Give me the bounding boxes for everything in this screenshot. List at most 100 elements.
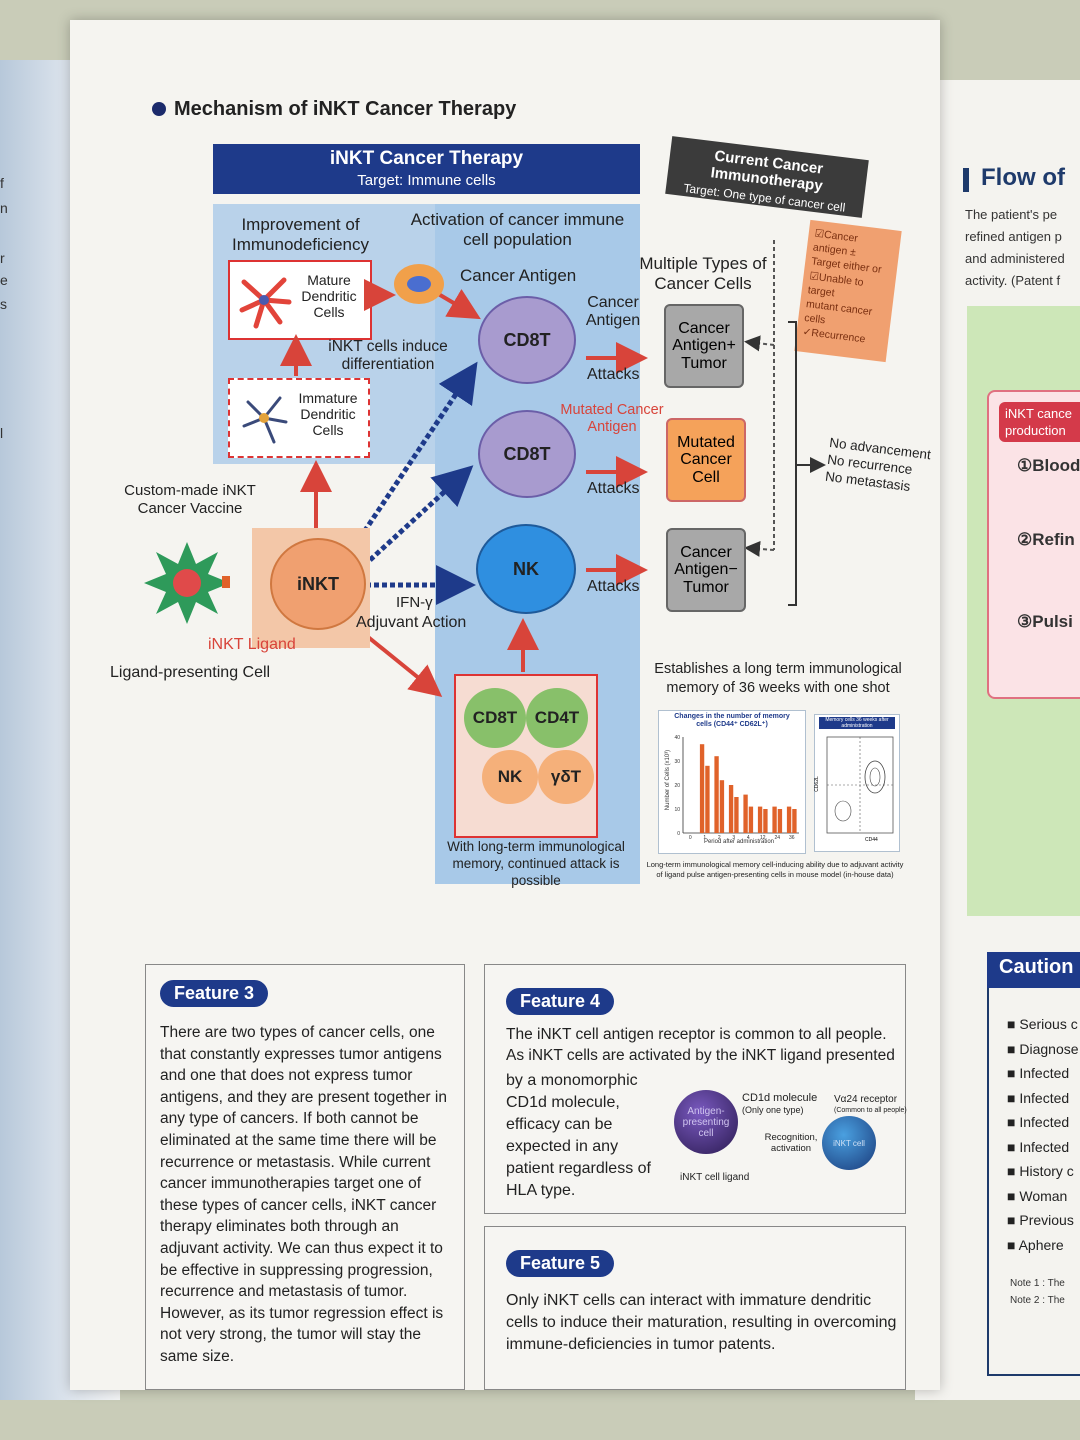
flow-title: Flow of	[981, 164, 1065, 191]
inkt-cell: iNKT	[270, 538, 366, 630]
ifn-label: IFN-γ	[396, 594, 433, 611]
bar-chart-ylabel: Number of Cells (x10³)	[665, 749, 671, 811]
caution-item: ■ Infected	[1007, 1089, 1070, 1106]
flow-text-line: The patient's pe	[965, 207, 1058, 222]
current-immunotherapy-header: Current Cancer Immunotherapy Target: One…	[665, 136, 869, 218]
cancer-antigen-label: Cancer Antigen	[460, 266, 577, 285]
cd8t-cell-middle: CD8T	[478, 410, 576, 498]
scatter-chart-title: Memory cells 36 weeks after administrati…	[819, 717, 895, 729]
caution-item: ■ Infected	[1007, 1065, 1070, 1081]
x-tick-label: 1	[703, 835, 706, 841]
caution-item: ■ Serious c	[1007, 1016, 1078, 1032]
left-edge-char: l	[0, 425, 4, 441]
bar	[772, 806, 777, 833]
y-tick-label: 40	[674, 735, 680, 741]
flow-step: ①Blood	[1017, 456, 1080, 475]
chart-section-title: Establishes a long term immunological me…	[654, 661, 902, 696]
custom-vaccine-label: Custom-made iNKT Cancer Vaccine	[124, 482, 256, 517]
attacks-label: Attacks	[587, 578, 640, 595]
feature3-label: Feature 3	[160, 980, 269, 1007]
caution-item: ■ Woman	[1007, 1187, 1068, 1204]
immature-dc-label: Immature Dendritic Cells	[298, 390, 358, 438]
caution-item: ■ Infected	[1007, 1138, 1070, 1155]
va24-label: Vα24 receptor(Common to all people)	[834, 1094, 907, 1114]
left-edge-char: s	[0, 296, 7, 312]
recognition-label: Recognition, activation	[764, 1132, 818, 1154]
immature-dendritic-cell-icon	[242, 396, 288, 444]
mature-dendritic-cell-icon	[239, 277, 292, 329]
cd8t-cell-top: CD8T	[478, 296, 576, 384]
caution-item: ■ Previous	[1007, 1212, 1074, 1228]
x-tick-label: 2	[718, 835, 721, 841]
feature3-text: There are two types of cancer cells, one…	[160, 1024, 447, 1365]
cancer-antigen-cell-icon	[394, 264, 444, 304]
x-tick-label: 4	[747, 835, 750, 841]
right-page: Flow of The patient's pe refined antigen…	[915, 80, 1080, 1400]
bar	[734, 797, 739, 833]
ligand-label: iNKT cell ligand	[680, 1172, 750, 1183]
left-edge-char: r	[0, 250, 5, 266]
bar	[728, 785, 734, 833]
inkt-ligand-label: iNKT Ligand	[208, 636, 296, 653]
scatter-xlabel: CD44	[865, 837, 878, 843]
outcomes-list: No advancement No recurrence No metastas…	[824, 434, 932, 497]
attacks-label: Attacks	[587, 480, 640, 497]
bar-chart-card: Changes in the number of memory cells (C…	[658, 710, 806, 854]
flow-text-line: and administered	[965, 251, 1065, 266]
flow-step: ②Refin	[1017, 530, 1075, 549]
page-title: Mechanism of iNKT Cancer Therapy	[152, 98, 516, 121]
ligand-presenting-cell-icon	[144, 542, 230, 624]
flow-text-line: activity. (Patent f	[965, 273, 1061, 288]
bar	[792, 809, 797, 833]
flow-text-line: refined antigen p	[965, 229, 1062, 244]
y-tick-label: 10	[674, 807, 680, 813]
bar	[705, 765, 710, 833]
inkt-therapy-title: iNKT Cancer Therapy	[329, 148, 524, 169]
caution-item: ■ Diagnose	[1007, 1040, 1079, 1057]
production-label: iNKT cance production	[999, 402, 1080, 442]
caution-box	[987, 952, 1080, 1376]
caution-item: ■ Infected	[1007, 1114, 1070, 1130]
y-tick-label: 30	[674, 759, 680, 765]
induce-label: iNKT cells induce differentiation	[328, 338, 448, 373]
x-tick-label: 36	[789, 835, 795, 841]
apc-cell-icon: Antigen-presenting cell	[674, 1090, 738, 1154]
chart-caption: Long-term immunological memory cell-indu…	[646, 860, 904, 879]
scatter-ylabel: CD62L	[813, 776, 820, 792]
memory-nk-cell: NK	[482, 750, 538, 804]
antigen-positive-tumor: Cancer Antigen+ Tumor	[664, 304, 744, 388]
feature4-text-top: The iNKT cell antigen receptor is common…	[506, 1026, 895, 1064]
nk-cell: NK	[476, 524, 576, 614]
memory-caption: With long-term immunological memory, con…	[447, 839, 625, 888]
bullet-dot-icon	[152, 102, 166, 116]
immature-dc-box: Immature Dendritic Cells	[228, 378, 370, 458]
flow-step: ③Pulsi	[1017, 612, 1073, 631]
y-tick-label: 20	[674, 783, 680, 789]
flow-bar	[963, 168, 969, 192]
left-edge-char: e	[0, 272, 8, 288]
scatter-chart-card: Memory cells 36 weeks after administrati…	[814, 714, 900, 852]
scatter-plot-svg	[826, 736, 894, 834]
bar	[748, 806, 754, 833]
memory-cd4t-cell: CD4T	[526, 688, 588, 748]
bar	[714, 756, 719, 833]
x-tick-label: 3	[732, 835, 735, 841]
bar	[699, 744, 705, 833]
y-tick-label: 0	[677, 831, 680, 837]
memory-gdt-cell: γδT	[538, 750, 594, 804]
inkt-therapy-target: Target: Immune cells	[357, 172, 496, 189]
x-tick-label: 0	[689, 835, 692, 841]
x-tick-label: 24	[774, 835, 780, 841]
cancer-antigen-side-label: Cancer Antigen	[585, 294, 641, 329]
brochure-page: Mechanism of iNKT Cancer Therapy iNKT Ca…	[70, 20, 940, 1390]
memory-cd8t-cell: CD8T	[464, 688, 526, 748]
note: Note 2 : The	[1010, 1295, 1065, 1306]
bar	[786, 806, 792, 833]
improvement-label: Improvement of Immunodeficiency	[231, 215, 369, 254]
bar-chart-title: Changes in the number of memory cells (C…	[674, 713, 790, 728]
bar	[719, 780, 725, 833]
note: Note 1 : The	[1010, 1278, 1065, 1289]
caution-title: Caution	[987, 952, 1080, 988]
mature-dc-box: Mature Dendritic Cells	[228, 260, 372, 340]
mutated-antigen-label: Mutated Cancer Antigen	[560, 402, 664, 435]
